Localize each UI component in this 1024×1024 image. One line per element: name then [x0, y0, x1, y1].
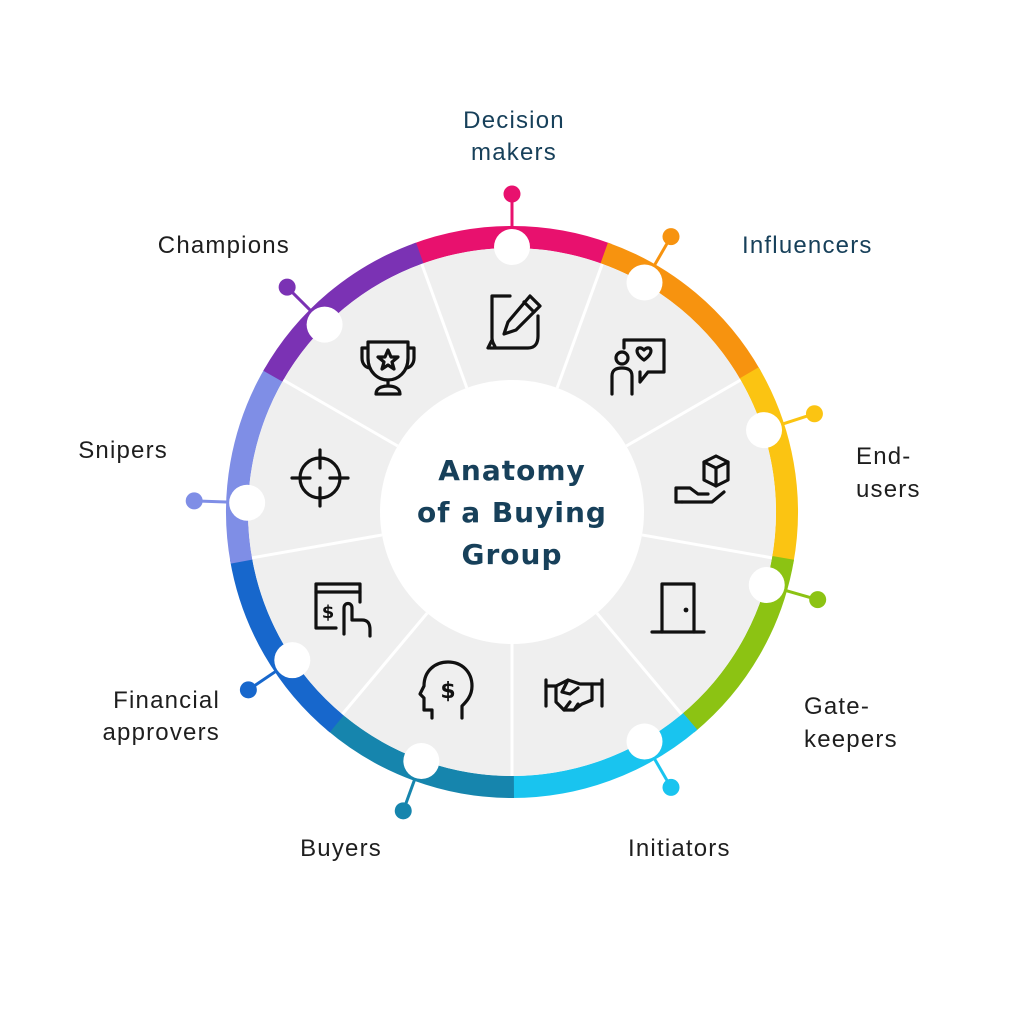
- label-gatekeepers-2: keepers: [804, 726, 898, 753]
- person-heart-bubble-icon: [610, 338, 666, 396]
- center-circle: [380, 380, 644, 644]
- connector-node-financial-approvers: [274, 642, 311, 679]
- label-decision-makers-2: makers: [471, 139, 557, 166]
- role-icons: $ $: [290, 294, 730, 720]
- trophy-star-icon: [360, 340, 416, 396]
- center-title-line-3: Group: [461, 538, 562, 571]
- label-end-users-2: users: [856, 476, 921, 503]
- ring-arc-snipers: [226, 367, 285, 564]
- handshake-icon: [544, 678, 604, 712]
- connector-dot-snipers: [185, 492, 203, 510]
- label-champions: Champions: [158, 232, 290, 259]
- segment-divider: [555, 263, 604, 389]
- label-gatekeepers-1: Gate-: [804, 693, 870, 720]
- role-connectors: [185, 185, 827, 820]
- signature-pen-icon: [486, 294, 542, 350]
- connector-node-influencers: [626, 264, 663, 301]
- connector-dot-champions: [278, 278, 296, 296]
- ring-arc-champions: [263, 242, 424, 382]
- finger-tap-dollar-icon: $: [314, 582, 372, 638]
- connector-node-end-users: [746, 412, 783, 449]
- role-labels: Decision makers Influencers End- users G…: [78, 107, 921, 862]
- head-dollar-icon: $: [418, 660, 474, 720]
- hand-package-icon: [674, 454, 730, 504]
- center-title-line-1: Anatomy: [438, 454, 586, 487]
- segment-divider: [282, 378, 399, 448]
- label-financial-approvers-2: approvers: [102, 719, 220, 746]
- segment-divider: [625, 378, 742, 448]
- connector-dot-buyers: [394, 802, 412, 820]
- svg-text:$: $: [440, 679, 455, 704]
- connector-node-decision-makers: [494, 229, 530, 265]
- connector-dot-financial-approvers: [239, 681, 257, 699]
- ring-arc-initiators: [510, 713, 698, 798]
- segment-divider: [595, 612, 683, 716]
- connector-dot-decision-makers: [503, 185, 521, 203]
- ring-arc-financial-approvers: [230, 555, 344, 733]
- connector-dot-influencers: [662, 228, 680, 246]
- segment-divider: [420, 263, 469, 389]
- label-snipers: Snipers: [78, 437, 168, 464]
- segment-divider: [341, 612, 429, 716]
- label-decision-makers-1: Decision: [463, 107, 565, 134]
- segment-divider: [251, 533, 383, 560]
- connector-dot-end-users: [805, 405, 823, 423]
- svg-text:$: $: [322, 602, 335, 623]
- connector-node-buyers: [403, 743, 440, 780]
- label-buyers: Buyers: [300, 835, 382, 862]
- door-icon: [650, 582, 706, 634]
- connector-dot-gatekeepers: [809, 591, 827, 609]
- connector-node-champions: [306, 306, 343, 343]
- label-financial-approvers-1: Financial: [113, 687, 220, 714]
- ring-arc-end-users: [739, 367, 798, 564]
- connector-node-gatekeepers: [748, 567, 785, 604]
- segment-divider: [641, 533, 773, 560]
- center-title-line-2: of a Buying: [417, 496, 607, 529]
- ring-arc-influencers: [600, 242, 761, 382]
- segment-dividers: [251, 263, 773, 776]
- label-influencers: Influencers: [742, 232, 873, 259]
- label-initiators: Initiators: [628, 835, 731, 862]
- label-end-users-1: End-: [856, 443, 912, 470]
- connector-dot-initiators: [662, 778, 680, 796]
- crosshair-icon: [290, 448, 350, 508]
- connector-node-snipers: [229, 484, 266, 521]
- connector-node-initiators: [626, 723, 663, 760]
